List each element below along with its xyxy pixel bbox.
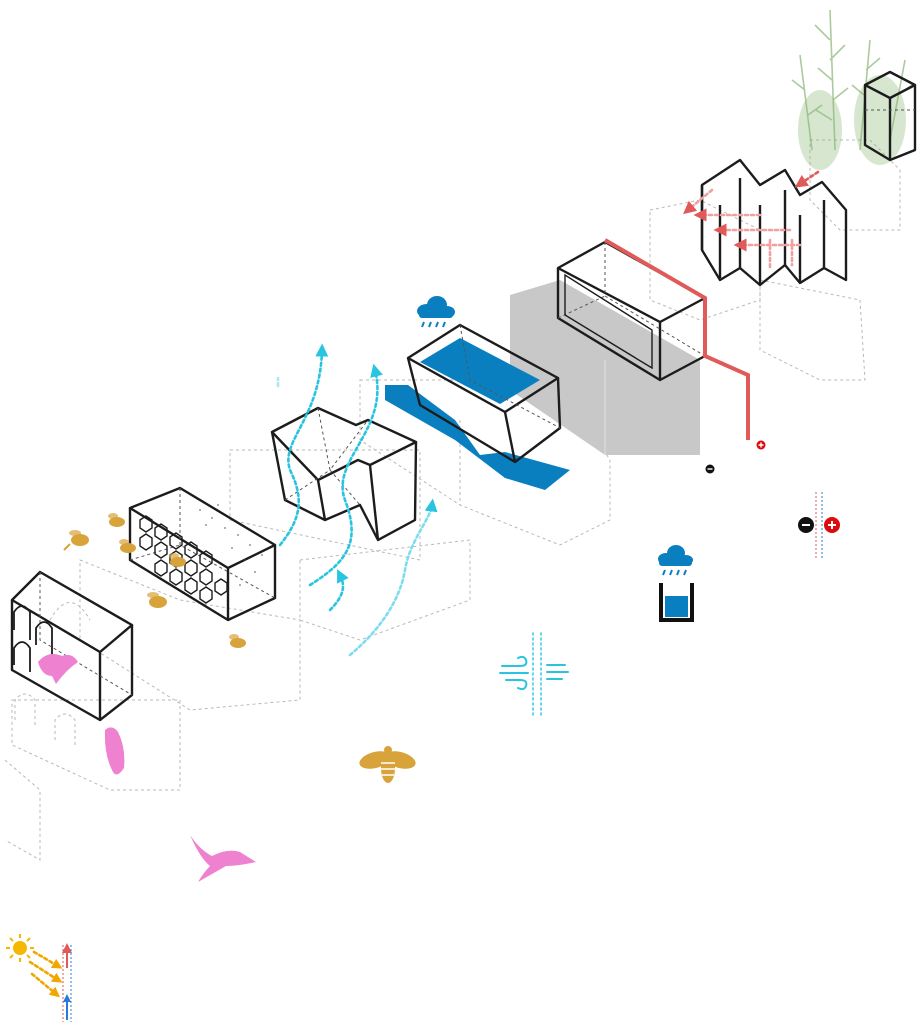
perched-birds bbox=[38, 654, 124, 775]
rain-cloud-icon bbox=[417, 296, 455, 327]
wind-icon bbox=[500, 633, 568, 715]
heat-exchange-module bbox=[688, 160, 846, 285]
ghost-wall-outlines bbox=[5, 140, 900, 860]
bird-nesting-module bbox=[12, 572, 132, 775]
rain-water-icon bbox=[658, 545, 693, 620]
green-planter-module bbox=[792, 10, 915, 170]
polarity-icon bbox=[798, 492, 840, 560]
bird-icon bbox=[190, 835, 256, 882]
bee-icon bbox=[357, 746, 417, 783]
bee-hive-module bbox=[64, 488, 275, 648]
heat-flow-arrows bbox=[688, 172, 818, 270]
solar-heat-icon bbox=[6, 934, 71, 1022]
